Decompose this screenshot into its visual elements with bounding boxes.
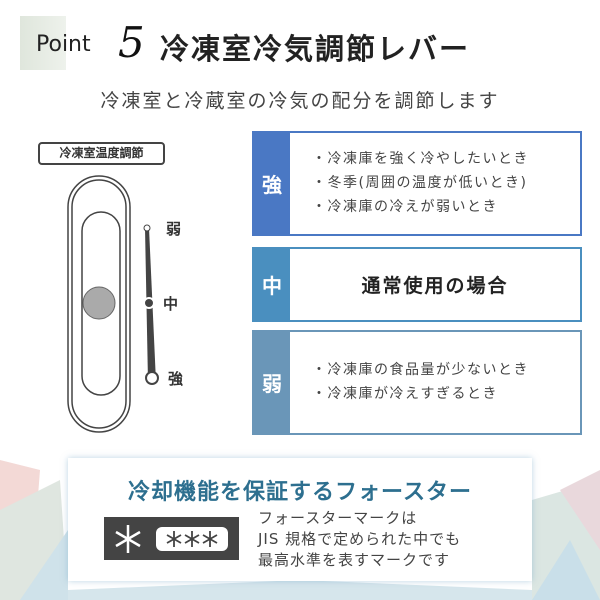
forster-description: フォースターマークは JIS 規格で定められた中でも 最高水準を表すマークです [258,509,462,569]
background-polygons [0,460,600,600]
page-title: 冷凍室冷気調節レバー [160,32,471,66]
level-tab: 弱 [254,332,290,433]
lever-illustration [67,175,159,433]
forster-title: 冷却機能を保証するフォースター [128,480,472,505]
forster-card: 冷却機能を保証するフォースター フォースターマークは JIS 規格で定められた中… [68,458,532,581]
list-item: 冬季(周囲の温度が低いとき) [312,171,529,195]
list-item: 冷凍庫の食品量が少ないとき [312,358,529,382]
level-tab: 強 [254,133,290,234]
point-number: 5 [118,18,145,67]
list-item: 冷凍庫を強く冷やしたいとき [312,147,529,171]
lever-pos-mid: 中 [163,295,179,313]
page-subtitle: 冷凍室と冷蔵室の冷気の配分を調節します [100,90,500,112]
point-label: Point [36,32,91,57]
setting-mid: 中 通常使用の場合 [252,247,582,322]
setting-strong: 強 冷凍庫を強く冷やしたいとき 冬季(周囲の温度が低いとき) 冷凍庫の冷えが弱い… [252,131,582,236]
lever-label: 冷凍室温度調節 [38,142,165,165]
setting-text: 通常使用の場合 [361,275,509,297]
setting-weak: 弱 冷凍庫の食品量が少ないとき 冷凍庫が冷えすぎるとき [252,330,582,435]
level-tab: 中 [254,249,290,320]
point-badge-bg [20,16,66,70]
list-item: 冷凍庫の冷えが弱いとき [312,195,529,219]
lever-pos-weak: 弱 [166,220,182,238]
lever-pos-strong: 強 [168,370,184,388]
forster-mark-icon [104,517,239,560]
list-item: 冷凍庫が冷えすぎるとき [312,382,529,406]
